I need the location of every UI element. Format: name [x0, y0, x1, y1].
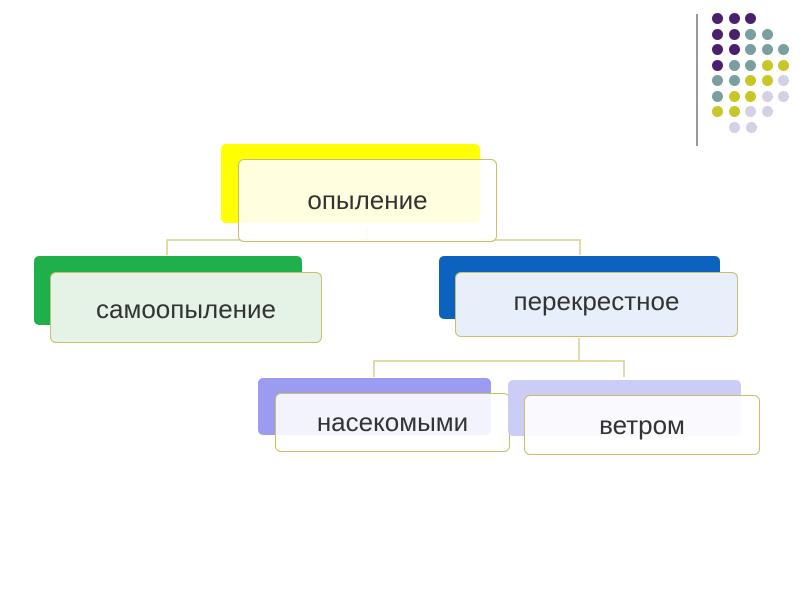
node-cross: перекрестное — [455, 272, 738, 337]
node-self: самоопыление — [50, 272, 322, 343]
divider-line — [696, 14, 698, 146]
node-wind: ветром — [524, 395, 760, 455]
node-self-label: самоопыление — [96, 294, 276, 324]
node-insects: насекомыми — [275, 393, 510, 452]
node-wind-label: ветром — [599, 409, 685, 440]
connector-cross-children — [373, 338, 625, 377]
node-cross-label: перекрестное — [513, 286, 680, 316]
node-root-label: опыление — [307, 185, 428, 215]
node-insects-label: насекомыми — [316, 407, 469, 437]
node-root: опыление — [238, 159, 497, 242]
